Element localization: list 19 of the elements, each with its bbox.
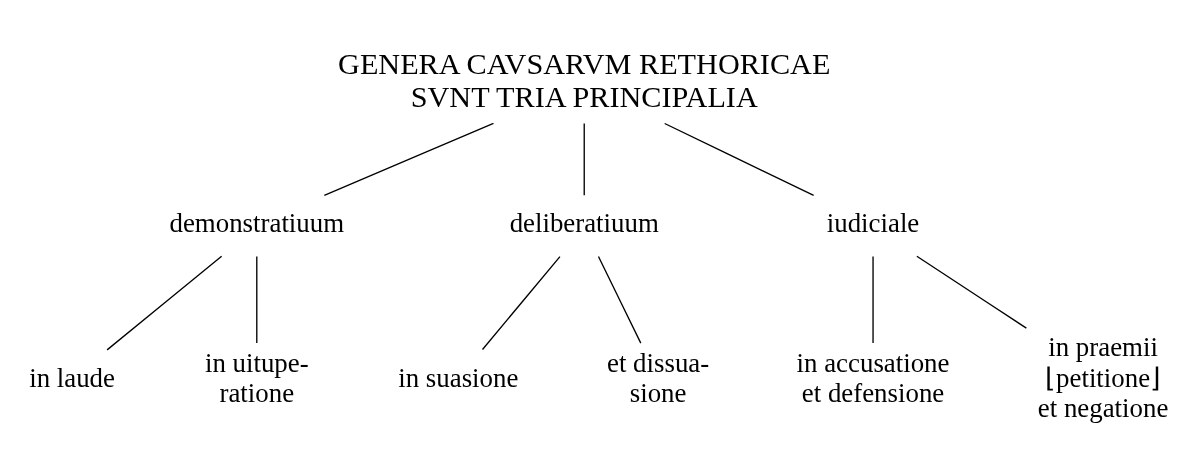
connector bbox=[597, 255, 642, 344]
node-text: in laude bbox=[29, 362, 115, 393]
node-text: in uitupe- ratione bbox=[204, 347, 309, 408]
node-text: in praemii ⌊petitione⌋ et negatione bbox=[1037, 331, 1169, 423]
connector bbox=[106, 255, 223, 351]
node-text: et dissua- sione bbox=[607, 347, 710, 408]
connector bbox=[916, 255, 1028, 329]
node-text: demonstratiuum bbox=[169, 207, 345, 238]
node-text: iudiciale bbox=[826, 207, 920, 238]
connector bbox=[872, 255, 874, 344]
node-text: GENERA CAVSARVM RETHORICAE SVNT TRIA PRINCIPALIA bbox=[338, 46, 831, 114]
connector bbox=[664, 122, 815, 196]
node-text: in accusatione et defensione bbox=[796, 347, 950, 408]
connector bbox=[323, 122, 495, 196]
node-text: deliberatiuum bbox=[509, 207, 659, 238]
connector bbox=[256, 255, 258, 344]
connector bbox=[481, 255, 561, 350]
connector bbox=[583, 122, 585, 196]
node-text: in suasione bbox=[398, 362, 519, 393]
